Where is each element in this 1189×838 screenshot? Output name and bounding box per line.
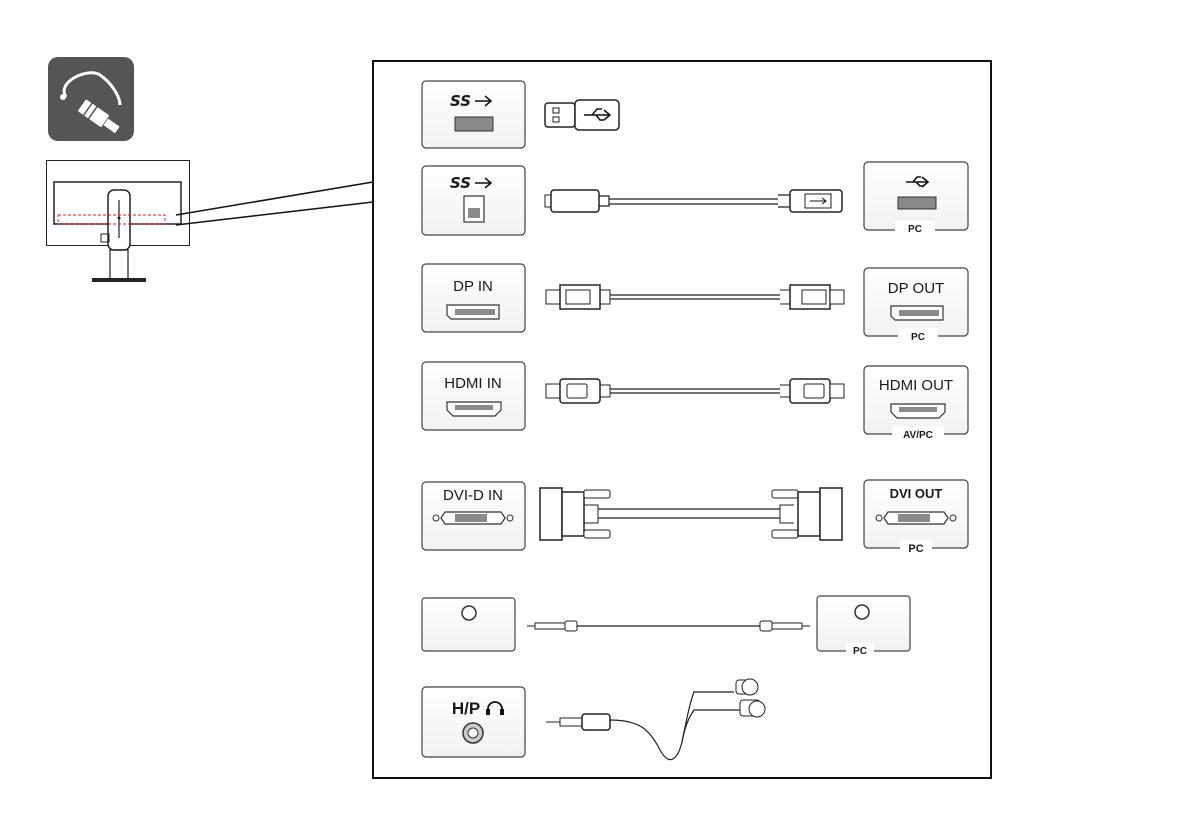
hdmi-row: HDMI IN HDMI OUT AV/PC [422, 362, 968, 441]
usb-downstream-row: SS PC [422, 162, 968, 235]
usb-pc-label: PC [908, 224, 922, 235]
audio-pc-label: PC [853, 646, 867, 657]
dvi-row: DVI-D IN DVI OUT PC [422, 480, 968, 555]
dvi-pc-label: PC [908, 543, 923, 555]
dvi-out-label: DVI OUT [890, 486, 943, 501]
dp-in-label: DP IN [453, 278, 493, 295]
hdmi-pc-label: AV/PC [903, 430, 933, 441]
hp-label: H/P [452, 699, 480, 718]
usb-a-plug-icon [545, 100, 619, 130]
usb-superspeed-icon: SS [450, 92, 471, 110]
dp-pc-label: PC [911, 332, 925, 343]
hdmi-out-label: HDMI OUT [879, 377, 953, 394]
dp-out-label: DP OUT [888, 280, 944, 297]
usb-upstream-row: SS [422, 81, 619, 148]
headphone-row: H/P [422, 679, 765, 760]
dvi-in-label: DVI-D IN [443, 487, 503, 504]
audio-row: PC [422, 596, 910, 657]
hdmi-in-label: HDMI IN [444, 375, 502, 392]
dp-row: DP IN DP OUT PC [422, 264, 968, 343]
svg-text:SS: SS [450, 174, 471, 192]
